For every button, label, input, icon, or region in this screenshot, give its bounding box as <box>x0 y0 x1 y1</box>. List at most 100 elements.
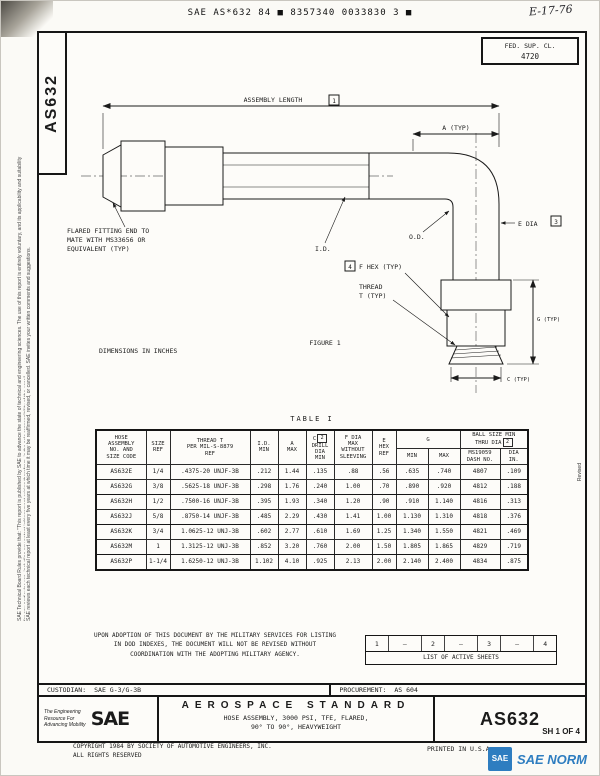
active-sheets-label: LIST OF ACTIVE SHEETS <box>423 654 499 661</box>
table-cell: .920 <box>427 478 461 495</box>
table-cell: 2.00 <box>371 553 397 571</box>
table-cell: 2.140 <box>395 553 429 571</box>
flag-3-box <box>550 215 562 227</box>
sae-tagline-2: Resource For <box>44 715 75 722</box>
table-cell: .635 <box>395 463 429 480</box>
table-cell: 1.44 <box>277 463 307 480</box>
table-cell: 2.29 <box>277 508 307 525</box>
table-cell: .70 <box>371 478 397 495</box>
flared-note-line3: EQUIVALENT (TYP) <box>67 245 130 253</box>
sheet-number-box: 2 <box>422 636 445 651</box>
table-cell: .88 <box>333 463 373 480</box>
table-cell: 1/2 <box>145 493 171 510</box>
table-cell: .485 <box>249 508 279 525</box>
col-header-id-min: I.D. MIN <box>249 429 279 465</box>
thread-label-line1: THREAD <box>359 283 383 291</box>
flag-1-box <box>328 94 340 106</box>
flag-1-number: 1 <box>332 98 336 105</box>
table-cell: 1.0625-12 UNJ-3B <box>169 523 251 540</box>
figure-1-drawing: ASSEMBLY LENGTH 1 A (TYP) I.D. O.D. E DI… <box>67 94 562 393</box>
table-cell: 3.20 <box>277 538 307 555</box>
e-dia-label: E DIA <box>518 220 538 228</box>
table-cell: .910 <box>395 493 429 510</box>
table-cell: .852 <box>249 538 279 555</box>
table-cell: 2.77 <box>277 523 307 540</box>
vertical-doc-number-box: AS632 <box>39 33 67 175</box>
sheet-number-box: 4 <box>543 639 548 648</box>
table-cell: 4829 <box>459 538 501 555</box>
flag-4-box <box>344 260 356 272</box>
fed-sup-cl-label: FED. SUP. CL. <box>504 42 556 50</box>
standard-title-line2: 90° TO 90°, HEAVYWEIGHT <box>250 723 341 732</box>
table-cell: 1.102 <box>249 553 279 571</box>
table-cell: 4818 <box>459 508 501 525</box>
figure-caption: FIGURE 1 <box>309 339 340 347</box>
table-cell: 1.69 <box>333 523 373 540</box>
table-cell: 1.00 <box>333 478 373 495</box>
left-flared-end <box>102 144 122 208</box>
active-sheets-strip: 1—2—3—4 <box>366 636 556 652</box>
flag-4-number: 4 <box>348 264 352 271</box>
procurement-value: AS 604 <box>394 686 418 694</box>
table-cell: .5625-18 UNJF-3B <box>169 478 251 495</box>
sae-logo-cell: The Engineering Resource For Advancing M… <box>39 697 159 741</box>
table-cell: 4816 <box>459 493 501 510</box>
table-cell: AS632H <box>95 493 147 510</box>
table-cell: 1 <box>145 538 171 555</box>
sheet-number-box: 1 <box>366 636 389 651</box>
table-cell: .313 <box>499 493 529 510</box>
left-margin-legal-note: SAE Technical Board Rules provide that: … <box>17 156 25 621</box>
table-cell: 1.340 <box>395 523 429 540</box>
table-cell: AS632P <box>95 553 147 571</box>
drawing-border-frame: AS632 FED. SUP. CL. 4720 <box>37 31 587 743</box>
left-socket <box>164 146 224 206</box>
table-cell: .430 <box>305 508 335 525</box>
copyright-line1: COPYRIGHT 1984 BY SOCIETY OF AUTOMOTIVE … <box>73 743 272 750</box>
sae-norm-text: SAE NORM <box>516 751 587 767</box>
table-cell: 1.805 <box>395 538 429 555</box>
a-typ-label: A (TYP) <box>442 124 469 132</box>
col-header-g: G <box>395 429 461 450</box>
procurement-cell: PROCUREMENT: AS 604 <box>331 685 585 695</box>
table-cell: 1.76 <box>277 478 307 495</box>
vertical-doc-number: AS632 <box>43 73 60 133</box>
table-cell: .376 <box>499 508 529 525</box>
table-cell: 1.865 <box>427 538 461 555</box>
table-cell: .875 <box>499 553 529 571</box>
elbow-outer-wall <box>369 152 500 280</box>
fed-sup-cl-value: 4720 <box>520 52 540 62</box>
flag-3-number: 3 <box>554 219 558 226</box>
table-cell: 4821 <box>459 523 501 540</box>
table-cell: .760 <box>305 538 335 555</box>
sheet-number-box: 3 <box>478 636 501 651</box>
table-cell: AS632J <box>95 508 147 525</box>
standard-type-heading: AEROSPACE STANDARD <box>181 700 411 711</box>
hose-body <box>222 152 370 200</box>
flared-note-leader <box>112 202 126 228</box>
table-cell: 2.13 <box>333 553 373 571</box>
table-cell: .602 <box>249 523 279 540</box>
dimensions-note: DIMENSIONS IN INCHES <box>99 347 177 355</box>
id-label: I.D. <box>315 245 331 253</box>
table-cell: .469 <box>499 523 529 540</box>
sheet-number: SH 1 OF 4 <box>542 727 580 736</box>
table-cell: 1/4 <box>145 463 171 480</box>
thread-label-line2: T (TYP) <box>359 292 386 300</box>
table-i: HOSE ASSEMBLY NO. AND SIZE CODE SIZE REF… <box>95 429 530 571</box>
standard-title-cell: AEROSPACE STANDARD HOSE ASSEMBLY, 3000 P… <box>159 697 435 741</box>
col-header-thread: THREAD T PER MIL-S-8879 REF <box>169 429 251 465</box>
id-leader <box>324 196 346 244</box>
copyright-notice: COPYRIGHT 1984 BY SOCIETY OF AUTOMOTIVE … <box>73 743 272 760</box>
table-cell: 1.310 <box>427 508 461 525</box>
col-header-hose-assembly: HOSE ASSEMBLY NO. AND SIZE CODE <box>95 429 147 465</box>
table-cell: 3/8 <box>145 478 171 495</box>
table-cell: .109 <box>499 463 529 480</box>
sheet-dash: — <box>445 636 479 651</box>
table-cell: 4812 <box>459 478 501 495</box>
g-typ-label: G (TYP) <box>537 317 560 323</box>
table-cell: 1.140 <box>427 493 461 510</box>
